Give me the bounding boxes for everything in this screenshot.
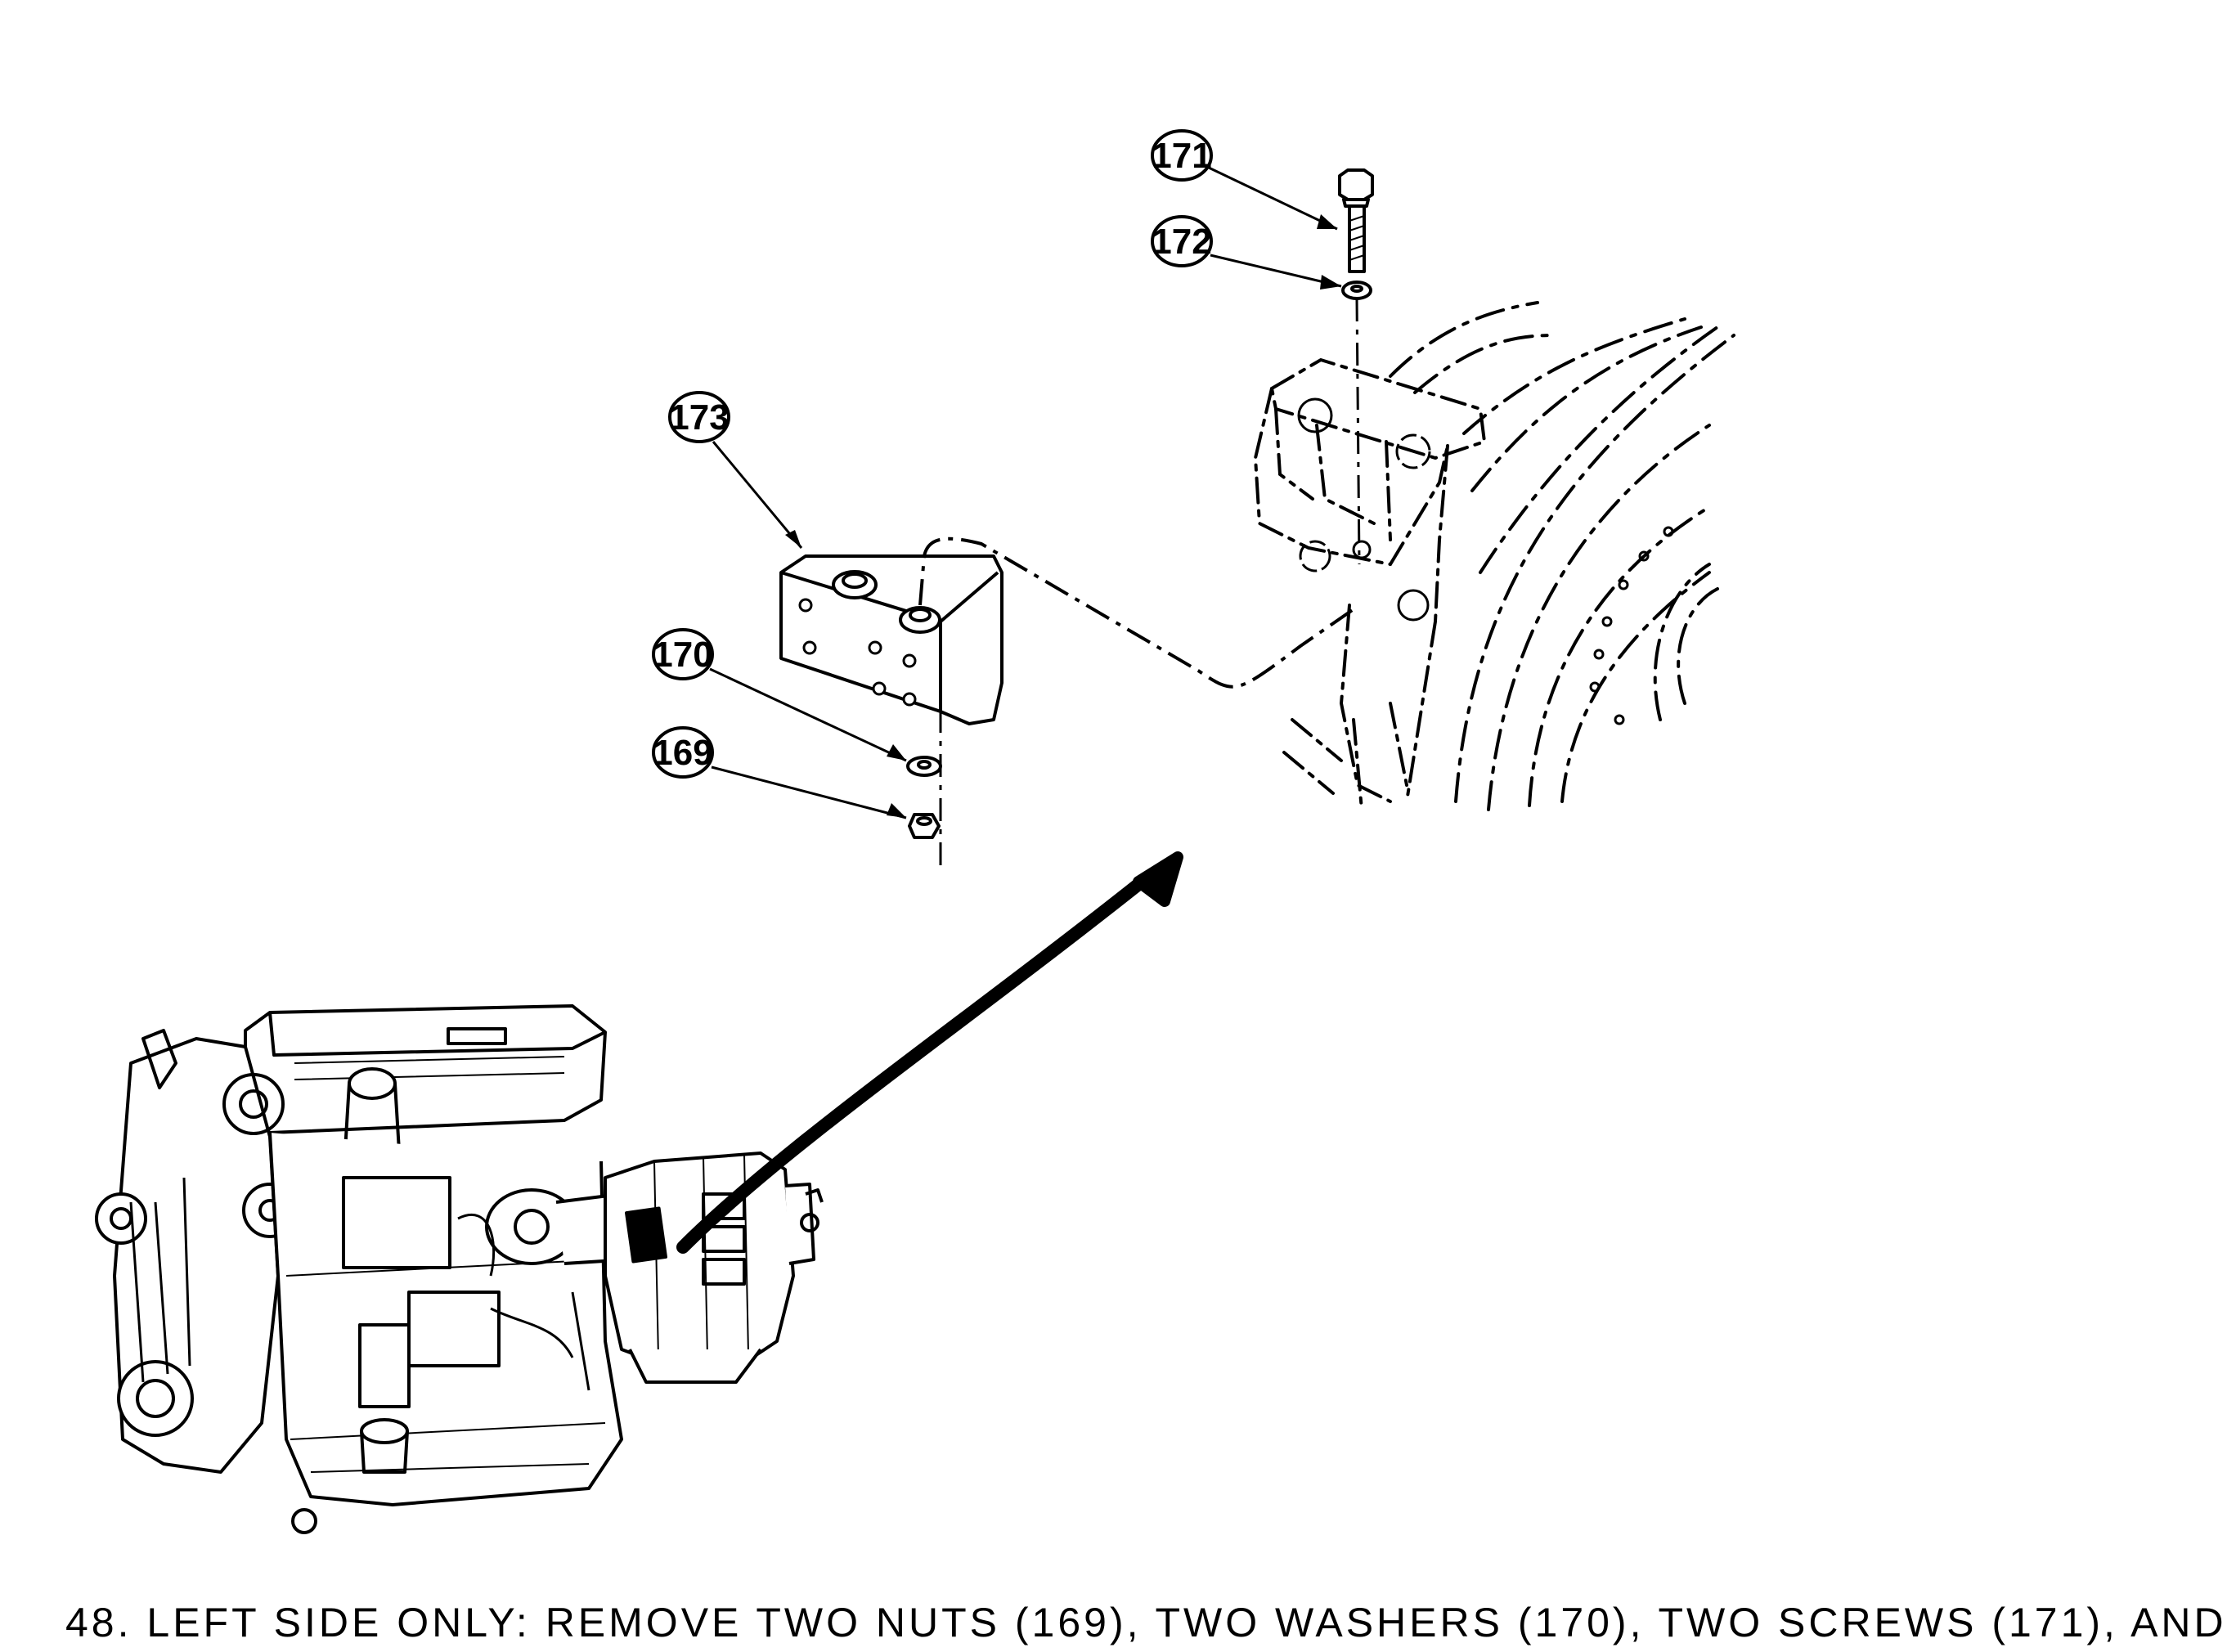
screw-centerline <box>1355 298 1361 565</box>
mounting-bracket <box>779 554 1003 839</box>
callout-169-label: 169 <box>653 733 712 773</box>
callout-169: 169 <box>652 726 907 819</box>
installation-path-line <box>918 536 1355 689</box>
callout-173-label: 173 <box>669 397 729 438</box>
transmission-mount-phantom <box>1253 357 1487 811</box>
screw-and-washer <box>1338 168 1374 300</box>
callout-170: 170 <box>652 628 907 762</box>
exploded-view-diagram: 171 172 173 170 169 <box>95 129 1735 1534</box>
callout-173: 173 <box>668 391 803 549</box>
callout-171-label: 171 <box>1152 136 1211 176</box>
engine-transmission-assembly <box>95 1004 824 1534</box>
procedure-step-text: 48. LEFT SIDE ONLY: REMOVE TWO NUTS (169… <box>65 1600 2227 1645</box>
location-arrow <box>676 851 1183 1254</box>
callout-171: 171 <box>1151 129 1338 231</box>
flywheel-housing-phantom <box>1389 301 1735 811</box>
callout-172: 172 <box>1151 215 1342 290</box>
callout-170-label: 170 <box>653 635 712 675</box>
flywheel-bolt-holes <box>1589 526 1674 725</box>
mount-circles <box>1297 397 1431 622</box>
callout-172-label: 172 <box>1152 222 1211 262</box>
